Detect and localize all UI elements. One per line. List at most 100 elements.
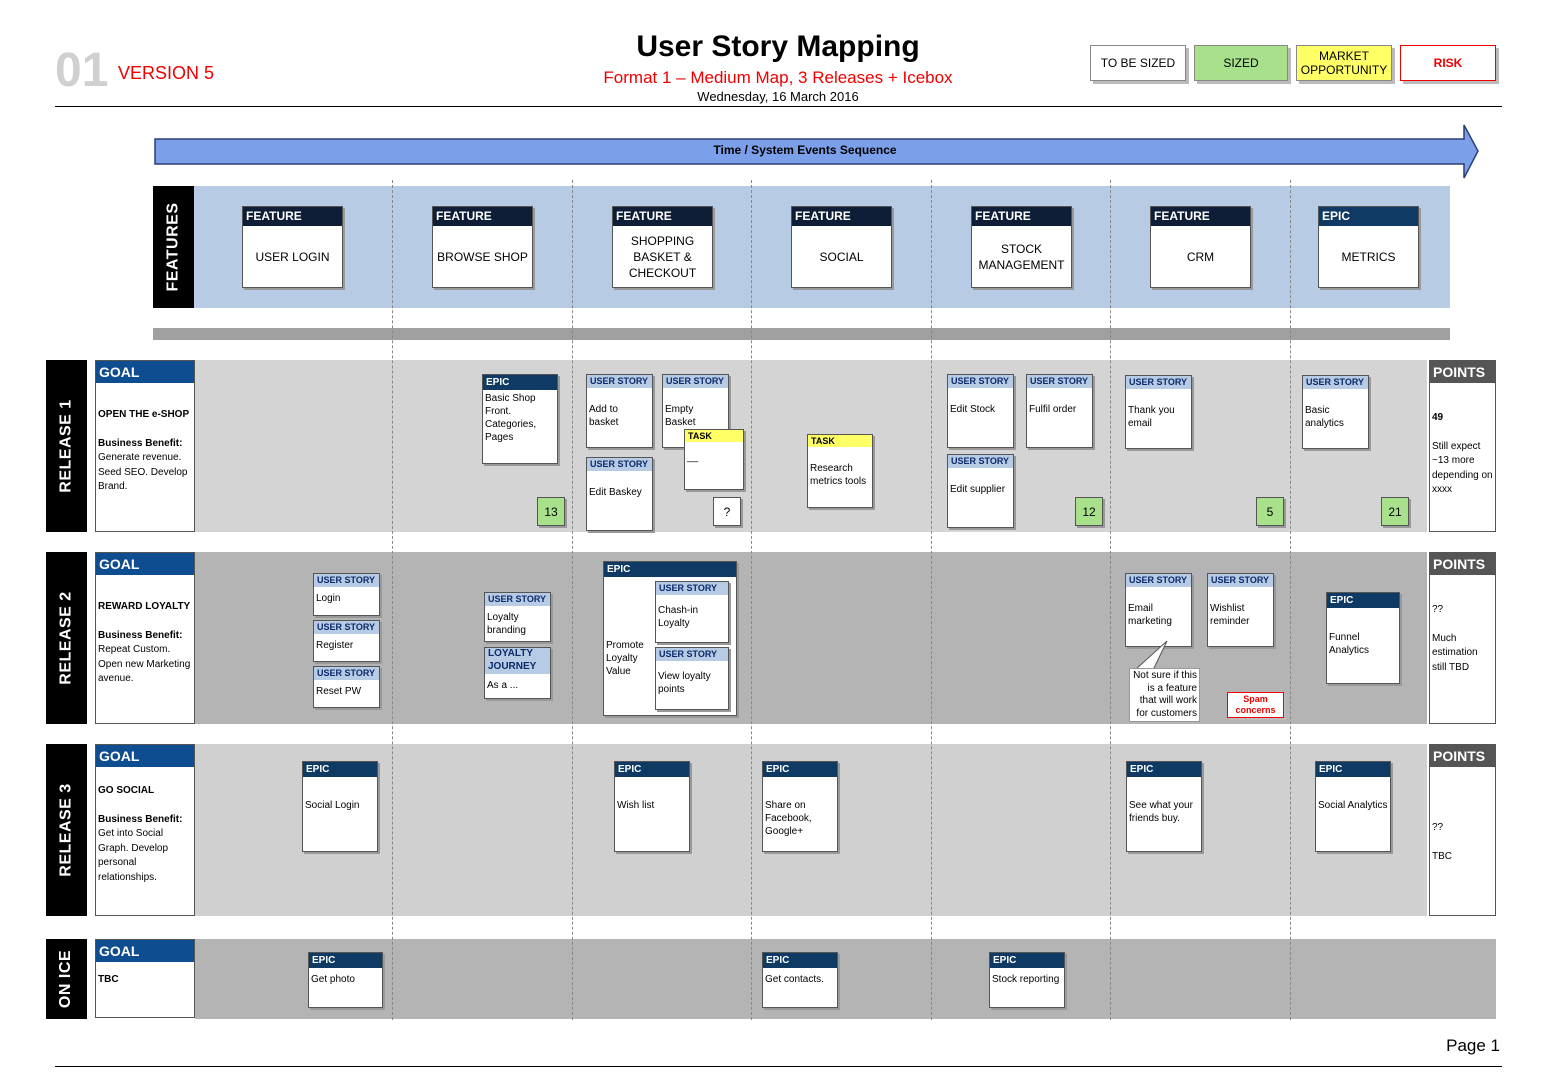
legend-to-be-sized: TO BE SIZED	[1090, 45, 1186, 81]
release-tab: RELEASE 3	[46, 744, 87, 916]
card-type: TASK	[808, 435, 872, 447]
card-text: Stock reporting	[992, 974, 1060, 985]
card-text: Basic analytics	[1305, 405, 1344, 429]
card-type: USER STORY	[1126, 574, 1191, 587]
points-note: TBC	[1432, 850, 1452, 862]
card-text: View loyalty points	[658, 671, 711, 695]
footer-divider	[55, 1066, 1502, 1067]
feature-card-name: BROWSE SHOP	[437, 249, 528, 264]
release-label: RELEASE 2	[57, 591, 75, 685]
timeline-label: Time / System Events Sequence	[713, 143, 897, 157]
points-value: ??	[1432, 822, 1444, 833]
card-type: EPIC	[763, 762, 837, 777]
story-card[interactable]: USER STORY View loyalty points	[655, 647, 729, 710]
points-body: ??Much estimation still TBD	[1430, 575, 1495, 678]
release-label: RELEASE 1	[57, 399, 75, 493]
feature-card[interactable]: FEATURE SHOPPING BASKET & CHECKOUT	[612, 206, 713, 288]
card-text: Get photo	[311, 974, 355, 985]
story-card[interactable]: EPIC Wish list	[614, 761, 690, 852]
card-text: __	[687, 452, 699, 463]
features-divider-bar	[153, 328, 1450, 340]
legend-risk: RISK	[1400, 45, 1496, 81]
size-badge: 5	[1256, 497, 1284, 526]
legend-market-opportunity: MARKET OPPORTUNITY	[1296, 45, 1392, 81]
card-type: EPIC	[1127, 762, 1201, 777]
card-text: Edit Baskey	[589, 487, 642, 498]
size-badge: ?	[713, 497, 741, 526]
card-text: Thank you email	[1128, 405, 1175, 429]
card-text: Edit Stock	[950, 404, 996, 415]
benefit-text: Get into Social Graph. Develop personal …	[98, 828, 169, 883]
feature-card-name: STOCK MANAGEMENT	[978, 241, 1065, 272]
feature-card-name: SHOPPING BASKET & CHECKOUT	[628, 233, 697, 280]
card-type: EPIC	[615, 762, 689, 777]
card-type: USER STORY	[314, 667, 379, 680]
page-footer-number: Page 1	[1446, 1036, 1500, 1055]
benefit-label-text: Business Benefit	[98, 813, 180, 825]
benefit-text: Generate revenue. Seed SEO. Develop Bran…	[98, 452, 188, 492]
card-text: Get contacts.	[765, 974, 824, 985]
card-type: EPIC	[990, 953, 1064, 968]
size-badge: 21	[1381, 497, 1409, 526]
column-divider	[392, 180, 393, 1020]
card-type: EPIC	[483, 375, 557, 390]
feature-card-type: FEATURE	[243, 207, 342, 226]
points-body: ?? TBC	[1430, 767, 1495, 867]
release-label: RELEASE 3	[57, 783, 75, 877]
goal-name: TBC	[98, 974, 119, 985]
page-date: Wednesday, 16 March 2016	[697, 89, 859, 104]
column-divider	[751, 180, 752, 1020]
benefit-label: Business Benefit:	[98, 813, 183, 825]
card-type: USER STORY	[656, 648, 728, 661]
card-type: USER STORY	[485, 593, 550, 606]
points-value: ??	[1432, 604, 1444, 615]
story-card[interactable]: TASK__	[684, 429, 744, 490]
benefit-label-text: Business Benefit	[98, 629, 180, 641]
card-text: Edit supplier	[950, 484, 1006, 495]
benefit-label: Business Benefit:	[98, 629, 183, 641]
points-card: POINTS??Much estimation still TBD	[1429, 552, 1496, 724]
story-card[interactable]: EPIC Stock reporting	[989, 952, 1065, 1008]
feature-card-type: FEATURE	[613, 207, 712, 226]
goal-title: GOAL	[96, 361, 194, 383]
features-tab: FEATURES	[153, 186, 194, 308]
card-text: Wish list	[617, 800, 655, 811]
version-label: VERSION 5	[118, 63, 215, 83]
risk-note: Spam concerns	[1227, 692, 1284, 718]
